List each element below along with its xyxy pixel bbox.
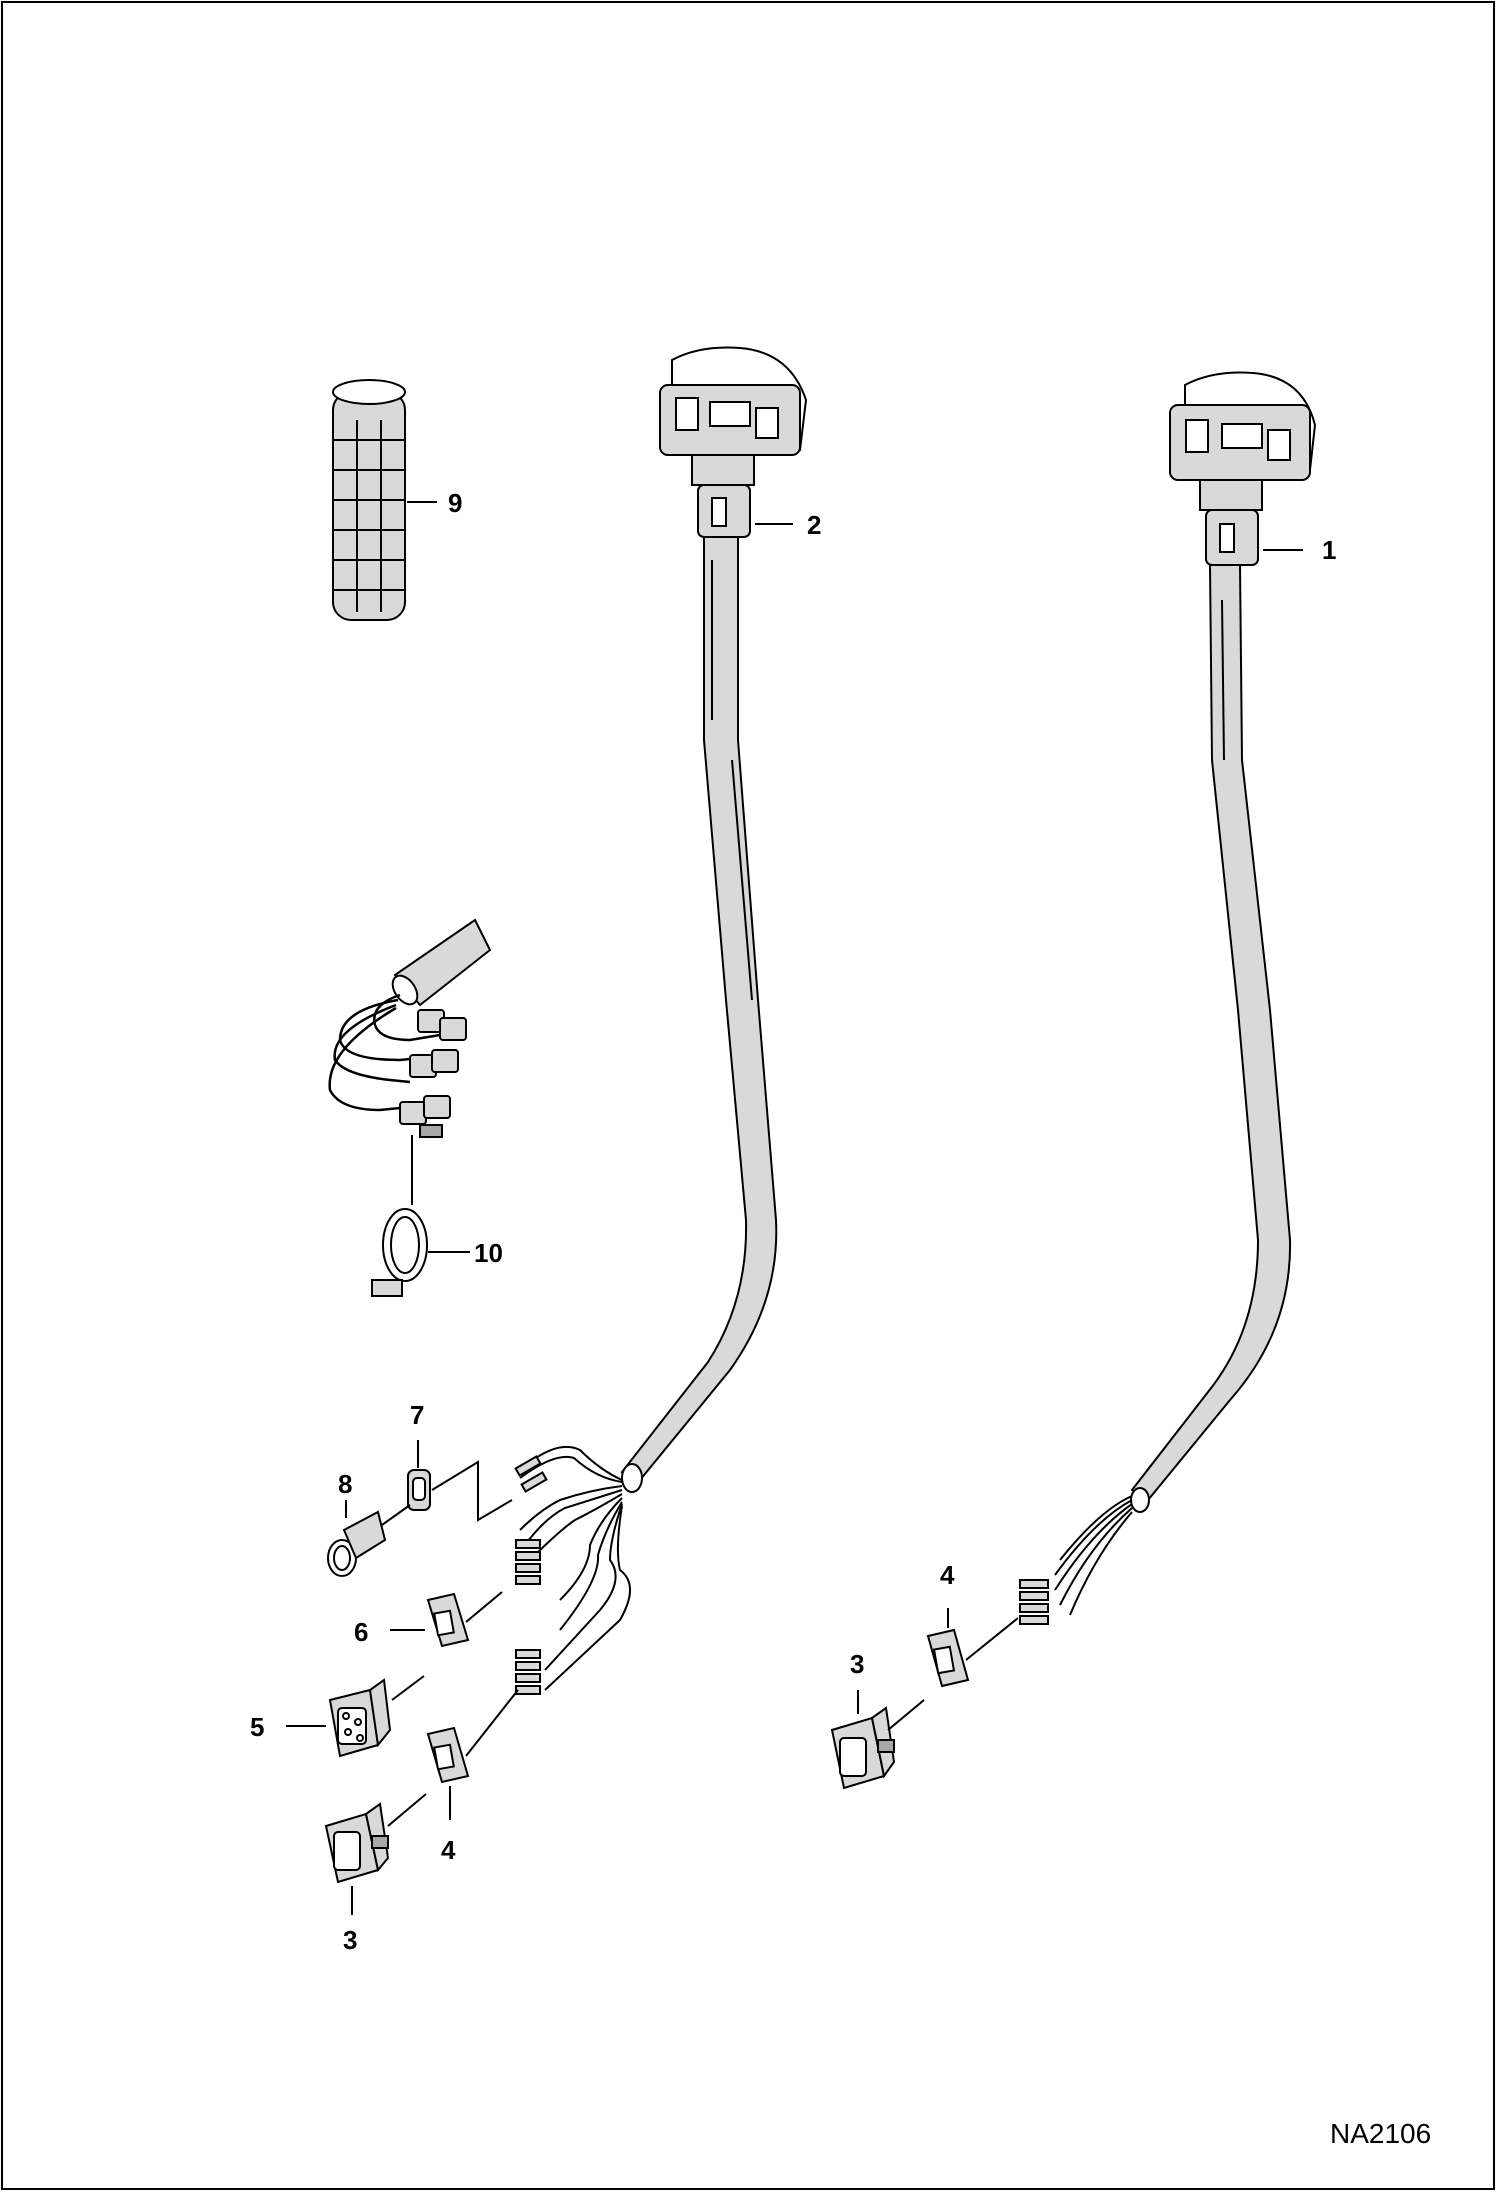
callout-1: 1	[1322, 535, 1336, 565]
callout-4-left: 4	[441, 1835, 456, 1865]
part-2-handle-switch-harness	[620, 346, 808, 1482]
callout-4-right: 4	[940, 1560, 955, 1590]
part-4-wedge-lock-right	[926, 1608, 1019, 1688]
part-10-cable-tie	[371, 1208, 470, 1297]
part-7-seal	[407, 1440, 513, 1522]
callout-10: 10	[474, 1238, 503, 1268]
callout-9: 9	[448, 488, 462, 518]
callout-7: 7	[410, 1400, 424, 1430]
part-6-wedge-lock	[390, 1591, 503, 1648]
part-3-connector-right	[830, 1690, 925, 1790]
part-5-connector-housing	[286, 1675, 425, 1758]
callout-6: 6	[354, 1617, 368, 1647]
part-8-plug	[327, 1500, 411, 1577]
part-3-connector-left	[324, 1793, 427, 1915]
right-terminal-pins	[1019, 1579, 1049, 1625]
callout-3-right: 3	[850, 1649, 864, 1679]
part-4-wedge-lock-left	[426, 1689, 519, 1820]
left-terminal-pins	[514, 1455, 548, 1695]
left-harness-wires	[519, 1446, 643, 1691]
callout-2: 2	[807, 510, 821, 540]
part-9-hand-grip	[332, 379, 437, 621]
part-1-handle-switch-harness	[1130, 371, 1317, 1502]
callout-5: 5	[250, 1712, 264, 1742]
callout-3-left: 3	[343, 1925, 357, 1955]
figure-id: NA2106	[1330, 2118, 1431, 2149]
connector-cluster-detail	[328, 918, 492, 1205]
callout-8: 8	[338, 1469, 352, 1499]
right-harness-wires	[1054, 1487, 1150, 1616]
